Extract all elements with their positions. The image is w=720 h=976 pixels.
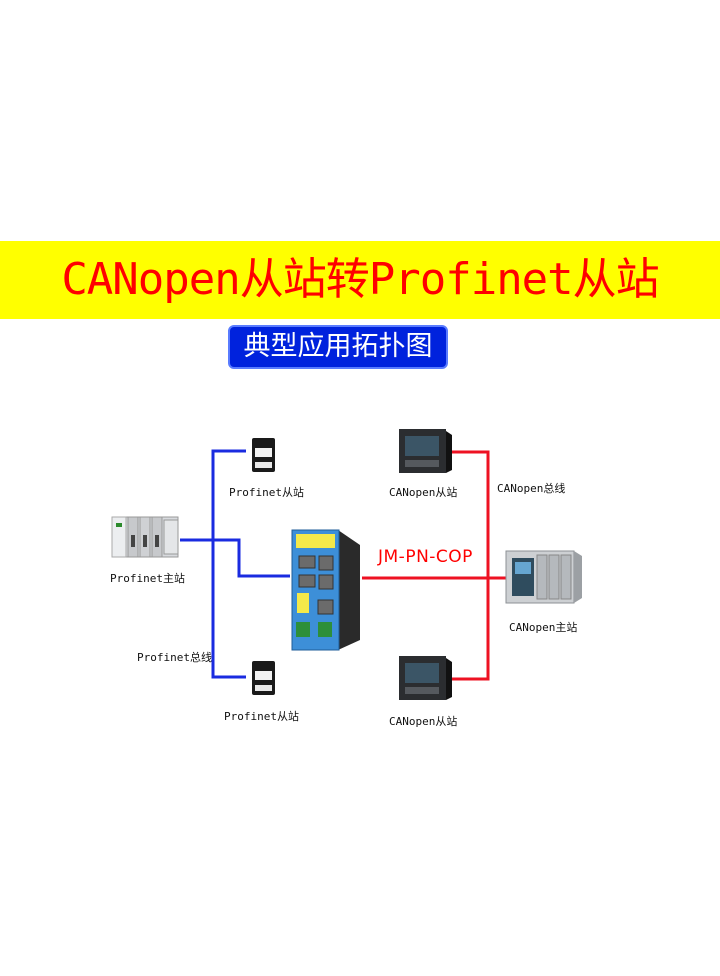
label-profinet-slave-top: Profinet从站 <box>229 486 304 499</box>
profinet-bus-lines <box>180 449 290 679</box>
title-banner <box>0 241 720 319</box>
subtitle-box <box>228 325 448 369</box>
canopen-bus-lines <box>362 450 507 681</box>
drive-module-icon-bottom <box>252 661 275 695</box>
label-profinet-slave-bottom: Profinet从站 <box>224 710 299 723</box>
drive-module-icon-top <box>252 438 275 472</box>
label-canopen-slave-top: CANopen从站 <box>389 486 458 499</box>
panel-meter-icon-bottom <box>399 656 452 700</box>
plc-rack-icon <box>111 516 179 558</box>
page-subtitle: 典型应用拓扑图 <box>243 331 433 362</box>
label-canopen-bus: CANopen总线 <box>497 482 566 495</box>
label-gateway: JM-PN-COP <box>378 547 473 567</box>
label-canopen-master: CANopen主站 <box>509 621 578 634</box>
gateway-device-icon <box>291 529 360 651</box>
label-profinet-master: Profinet主站 <box>110 572 185 585</box>
label-canopen-slave-bottom: CANopen从站 <box>389 715 458 728</box>
panel-meter-icon-top <box>399 429 452 473</box>
page-title: CANopen从站转Profinet从站 <box>61 254 659 305</box>
label-profinet-bus: Profinet总线 <box>137 651 212 664</box>
plc-rail-icon <box>505 550 582 604</box>
